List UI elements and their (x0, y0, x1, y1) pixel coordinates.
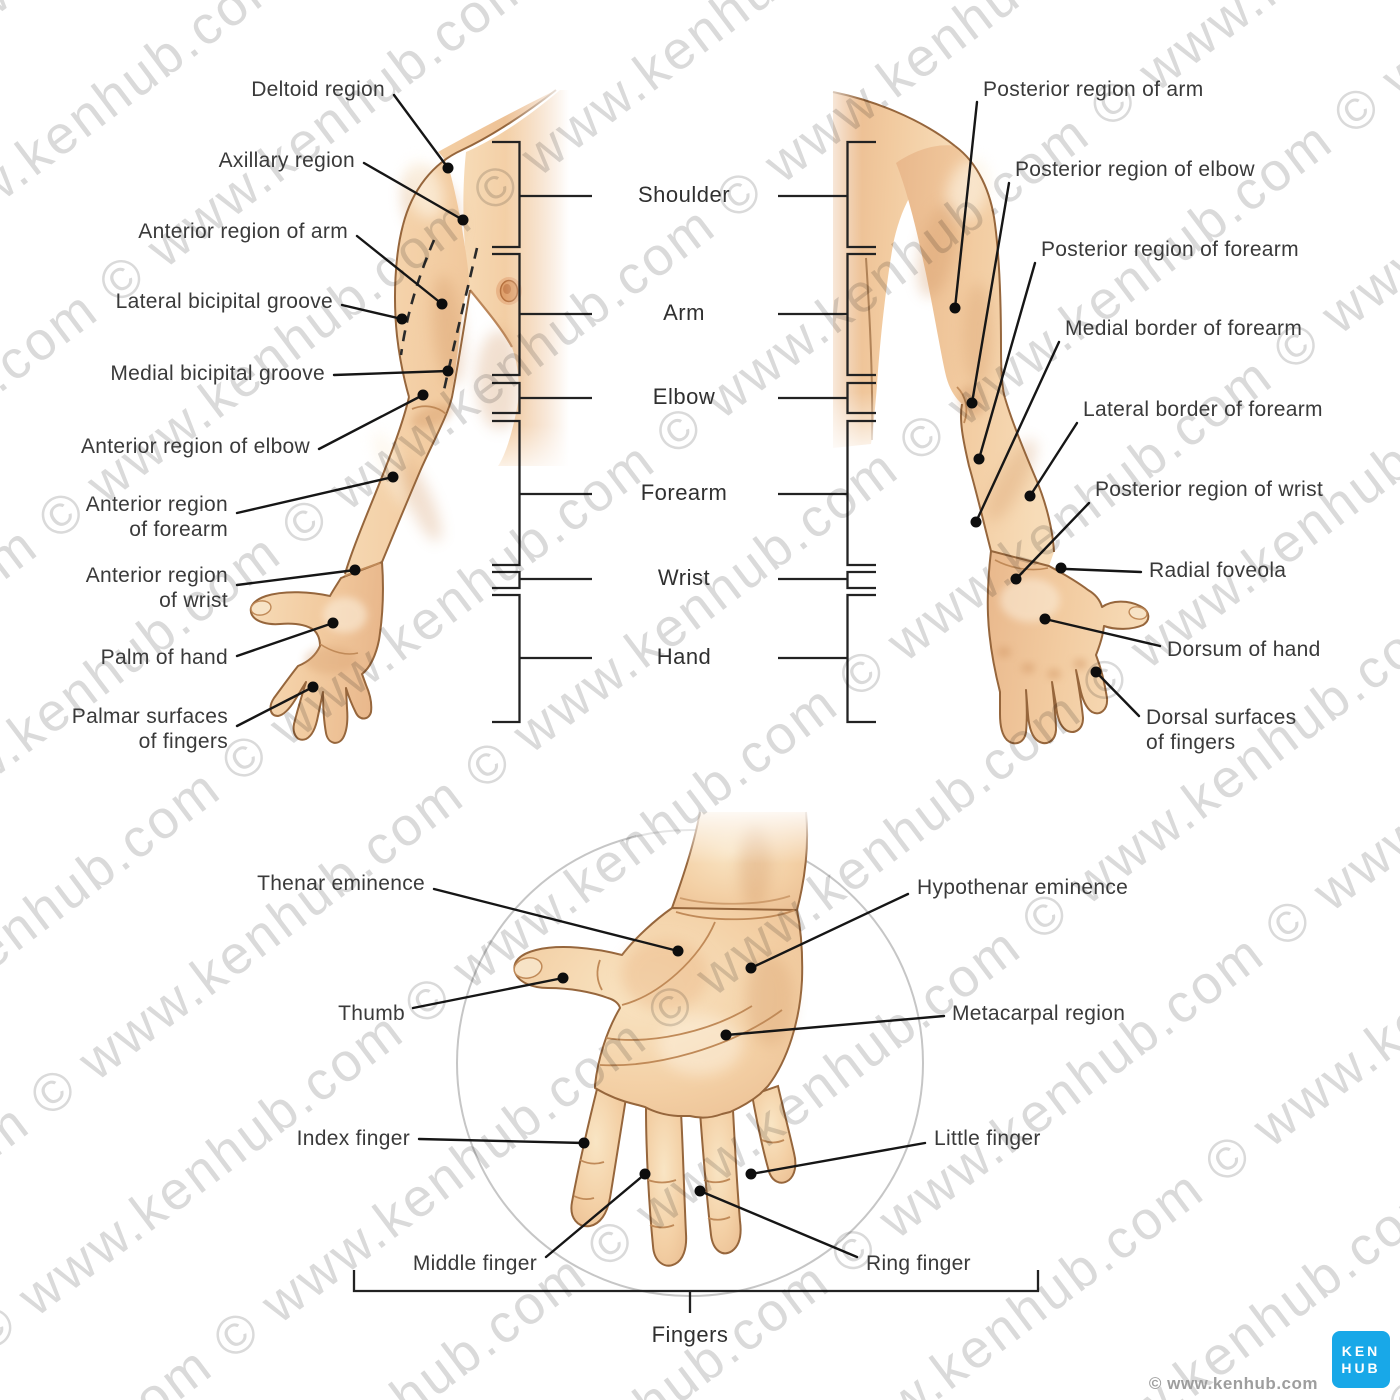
label-dorsum-of-hand: Dorsum of hand (1167, 638, 1321, 661)
region-label-wrist: Wrist (657, 565, 711, 590)
label-anterior-region-of-forearm: Anterior region of forearm (85, 493, 228, 541)
label-posterior-region-of-forearm: Posterior region of forearm (1041, 238, 1299, 261)
region-label-forearm: Forearm (640, 480, 728, 505)
label-anterior-region-of-wrist: Anterior region of wrist (85, 564, 228, 612)
label-metacarpal-region: Metacarpal region (952, 1002, 1126, 1025)
label-medial-border-of-forearm: Medial border of forearm (1065, 317, 1303, 340)
label-palmar-surfaces-of-fingers: Palmar surfaces of fingers (71, 705, 228, 753)
label-fingers: Fingers (651, 1322, 729, 1347)
label-lateral-bicipital-groove: Lateral bicipital groove (115, 290, 333, 313)
label-axillary-region: Axillary region (218, 149, 355, 172)
region-label-elbow: Elbow (652, 384, 716, 409)
label-palm-of-hand: Palm of hand (100, 646, 228, 669)
label-dorsal-surfaces-of-fingers: Dorsal surfaces of fingers (1146, 706, 1297, 754)
kenhub-logo: KEN HUB (1332, 1331, 1390, 1388)
label-lateral-border-of-forearm: Lateral border of forearm (1083, 398, 1323, 421)
leader-lines (235, 93, 1162, 1259)
label-little-finger: Little finger (934, 1127, 1041, 1150)
fingers-bracket-line (352, 1270, 1040, 1313)
label-posterior-region-of-wrist: Posterior region of wrist (1095, 478, 1324, 501)
label-anterior-region-of-arm: Anterior region of arm (138, 220, 348, 243)
leader-dots (307, 162, 1102, 1197)
copyright-text: © www.kenhub.com (1148, 1374, 1318, 1393)
label-index-finger: Index finger (296, 1127, 410, 1150)
posterior-arm-illustration (810, 86, 1150, 745)
label-ring-finger: Ring finger (866, 1252, 971, 1275)
region-brackets (492, 140, 876, 724)
region-label-arm: Arm (663, 300, 705, 325)
region-label-hand: Hand (656, 644, 712, 669)
palm-inset-illustration (456, 798, 924, 1297)
region-label-shoulder: Shoulder (637, 182, 731, 207)
label-medial-bicipital-groove: Medial bicipital groove (110, 362, 325, 385)
kenhub-logo-line1: KEN (1341, 1342, 1381, 1359)
label-thenar-eminence: Thenar eminence (257, 872, 425, 895)
label-deltoid-region: Deltoid region (251, 78, 385, 101)
anterior-arm-illustration (249, 84, 587, 744)
label-hypothenar-eminence: Hypothenar eminence (917, 876, 1129, 899)
label-radial-foveola: Radial foveola (1149, 559, 1287, 582)
kenhub-logo-line2: HUB (1341, 1359, 1381, 1376)
label-thumb: Thumb (338, 1002, 405, 1025)
label-posterior-region-of-elbow: Posterior region of elbow (1015, 158, 1255, 181)
label-anterior-region-of-elbow: Anterior region of elbow (81, 435, 310, 458)
label-posterior-region-of-arm: Posterior region of arm (983, 78, 1204, 101)
label-middle-finger: Middle finger (412, 1252, 537, 1275)
